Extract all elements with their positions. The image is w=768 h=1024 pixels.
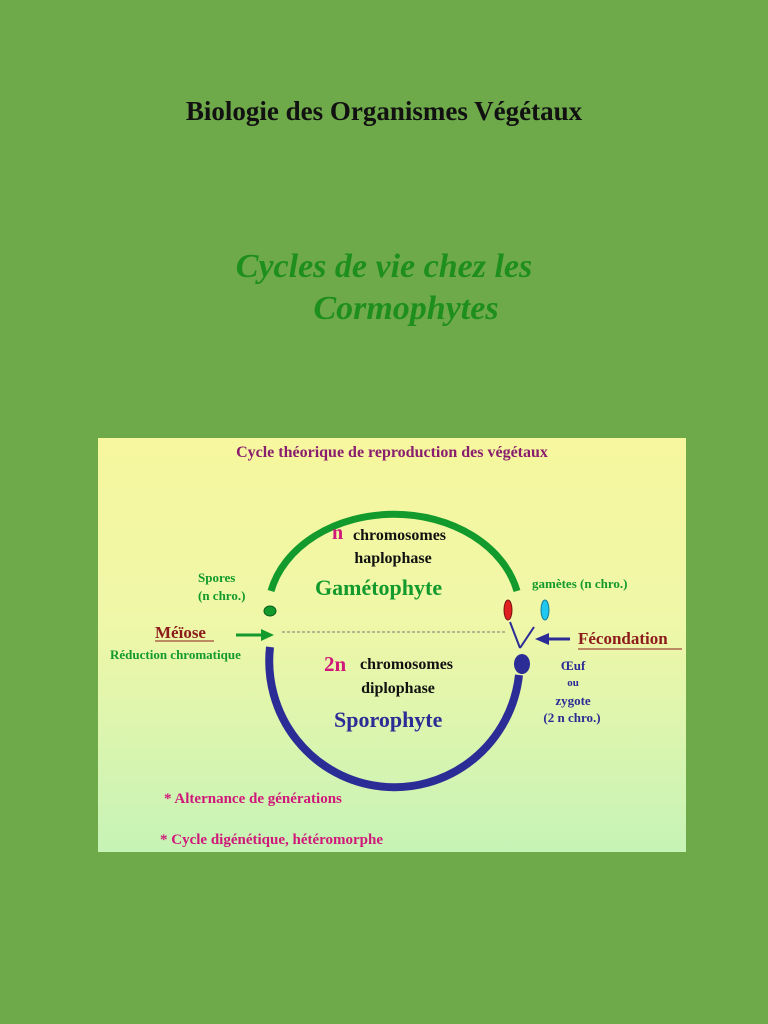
zygote-cell <box>514 654 530 674</box>
zygote-chro-label: (2 n chro.) <box>543 710 601 725</box>
spores-label: Spores <box>198 570 236 585</box>
diploid-2n-label: 2n <box>324 652 347 676</box>
subtitle-line-2: Cormophytes <box>313 290 499 327</box>
gametophyte-label: Gamétophyte <box>315 575 443 600</box>
spores-chro-label: (n chro.) <box>198 588 246 603</box>
haplophase-label: haplophase <box>354 550 432 567</box>
spore-cell <box>263 605 277 617</box>
page-title: Biologie des Organismes Végétaux <box>185 96 583 126</box>
zygote-label: zygote <box>555 693 591 708</box>
diplophase-arc <box>265 646 523 792</box>
fecondation-arrowhead <box>535 633 549 645</box>
oeuf-ou-label: ou <box>567 677 579 689</box>
haplophase-arc <box>267 510 521 592</box>
diagram-title: Cycle théorique de reproduction des végé… <box>236 444 548 461</box>
life-cycle-diagram: Cycle théorique de reproduction des végé… <box>98 438 686 852</box>
diplophase-label: diplophase <box>361 680 435 697</box>
gamete-cyan <box>540 599 550 621</box>
note-alternance: * Alternance de générations <box>164 791 342 807</box>
cycle-graphic <box>155 510 682 792</box>
gametes-label: gamètes (n chro.) <box>532 576 628 591</box>
haploid-chromosomes-label: chromosomes <box>353 527 447 544</box>
fusion-line-right <box>519 626 535 649</box>
meiose-desc: Réduction chromatique <box>110 647 241 662</box>
page-subtitle: Cycles de vie chez les Cormophytes <box>0 246 768 330</box>
note-cycle: * Cycle digénétique, hétéromorphe <box>160 832 384 848</box>
subtitle-line-1: Cycles de vie chez les <box>235 248 533 285</box>
diploid-chromosomes-label: chromosomes <box>360 656 454 673</box>
meiose-label: Méïose <box>155 623 206 642</box>
sporophyte-label: Sporophyte <box>334 707 443 732</box>
haploid-n-label: n <box>332 522 344 544</box>
gamete-red <box>503 599 513 621</box>
oeuf-label: Œuf <box>560 658 586 673</box>
fusion-line-left <box>509 621 521 649</box>
meiose-arrowhead <box>261 629 274 641</box>
fecondation-label: Fécondation <box>578 629 668 648</box>
